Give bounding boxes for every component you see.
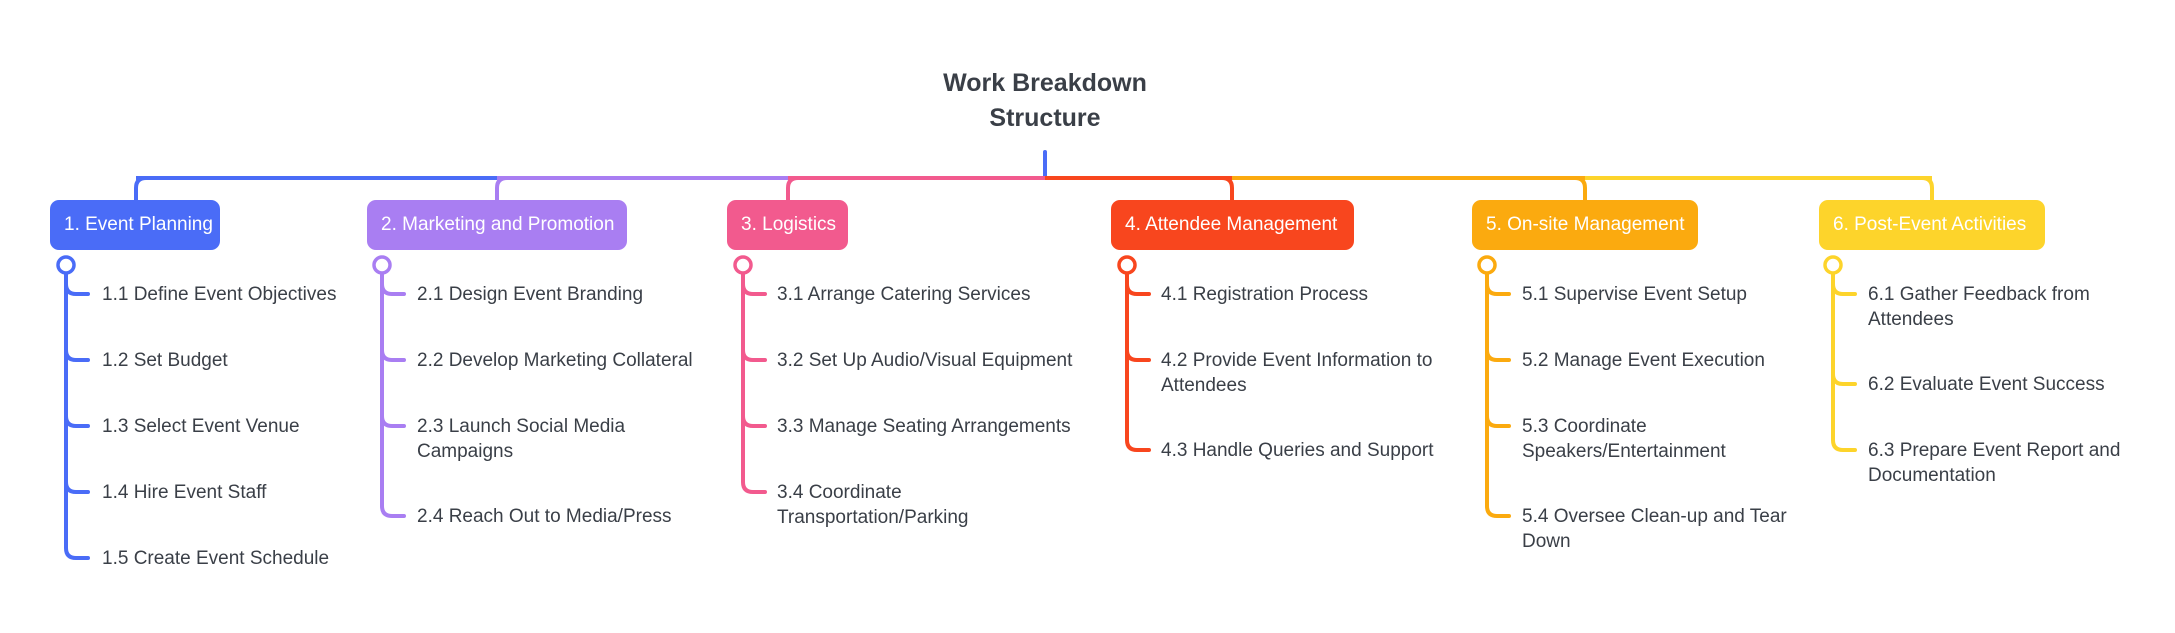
branch-drop-3 <box>786 176 799 200</box>
collapse-toggle-3 <box>733 255 753 275</box>
task-5-1[interactable]: 5.1 Supervise Event Setup <box>1522 284 1747 305</box>
branch-drop-1 <box>134 176 147 200</box>
task-connector-6-1 <box>1831 282 1857 296</box>
collapse-toggle-6 <box>1823 255 1843 275</box>
branch-drop-6 <box>1921 176 1934 200</box>
task-6-1[interactable]: 6.1 Gather Feedback from Attendees <box>1868 284 2090 330</box>
branch-spine-5 <box>1485 270 1511 518</box>
task-1-1[interactable]: 1.1 Define Event Objectives <box>102 284 337 305</box>
task-3-3[interactable]: 3.3 Manage Seating Arrangements <box>777 416 1071 437</box>
task-5-2[interactable]: 5.2 Manage Event Execution <box>1522 350 1765 371</box>
branch-attendee-management[interactable]: 4. Attendee Management <box>1111 200 1354 250</box>
task-connector-3-2 <box>741 348 767 362</box>
root-title-line2: Structure <box>989 104 1101 132</box>
task-5-4[interactable]: 5.4 Oversee Clean-up and Tear Down <box>1522 506 1787 552</box>
branch-marketing-and-promotion[interactable]: 2. Marketing and Promotion <box>367 200 627 250</box>
branch-drop-2 <box>495 176 508 200</box>
branch-spine-4 <box>1125 270 1151 452</box>
task-connector-1-3 <box>64 414 90 428</box>
task-connector-2-1 <box>380 282 406 296</box>
task-connector-4-2 <box>1125 348 1151 362</box>
branch-spine-1 <box>64 270 90 560</box>
task-connector-5-2 <box>1485 348 1511 362</box>
task-1-3[interactable]: 1.3 Select Event Venue <box>102 416 300 437</box>
task-2-4[interactable]: 2.4 Reach Out to Media/Press <box>417 506 672 527</box>
branch-drop-4 <box>1221 176 1234 200</box>
task-connector-5-1 <box>1485 282 1511 296</box>
task-3-1[interactable]: 3.1 Arrange Catering Services <box>777 284 1031 305</box>
root-title-line1: Work Breakdown <box>943 69 1147 97</box>
task-connector-2-3 <box>380 414 406 428</box>
task-6-3[interactable]: 6.3 Prepare Event Report and Documentati… <box>1868 440 2121 486</box>
collapse-toggle-5 <box>1477 255 1497 275</box>
collapse-toggle-1 <box>56 255 76 275</box>
branch-on-site-management[interactable]: 5. On-site Management <box>1472 200 1698 250</box>
task-1-4[interactable]: 1.4 Hire Event Staff <box>102 482 267 503</box>
branch-spine-2 <box>380 270 406 518</box>
task-connector-3-1 <box>741 282 767 296</box>
task-1-5[interactable]: 1.5 Create Event Schedule <box>102 548 330 569</box>
task-connector-6-2 <box>1831 372 1857 386</box>
task-2-2[interactable]: 2.2 Develop Marketing Collateral <box>417 350 693 371</box>
branch-spine-6 <box>1831 270 1857 452</box>
task-connector-5-3 <box>1485 414 1511 428</box>
task-3-4[interactable]: 3.4 Coordinate Transportation/Parking <box>777 482 969 528</box>
task-connector-3-3 <box>741 414 767 428</box>
task-connector-4-1 <box>1125 282 1151 296</box>
root-title[interactable]: Work Breakdown Structure <box>860 66 1230 136</box>
task-4-3[interactable]: 4.3 Handle Queries and Support <box>1161 440 1434 461</box>
branch-spine-3 <box>741 270 767 494</box>
branch-drop-5 <box>1574 176 1587 200</box>
task-connector-1-1 <box>64 282 90 296</box>
task-4-1[interactable]: 4.1 Registration Process <box>1161 284 1368 305</box>
task-2-1[interactable]: 2.1 Design Event Branding <box>417 284 644 305</box>
task-2-3[interactable]: 2.3 Launch Social Media Campaigns <box>417 416 626 462</box>
collapse-toggle-4 <box>1117 255 1137 275</box>
task-6-2[interactable]: 6.2 Evaluate Event Success <box>1868 374 2105 395</box>
task-connector-2-2 <box>380 348 406 362</box>
task-connector-1-2 <box>64 348 90 362</box>
task-connector-1-4 <box>64 480 90 494</box>
collapse-toggle-2 <box>372 255 392 275</box>
branch-event-planning[interactable]: 1. Event Planning <box>50 200 220 250</box>
task-3-2[interactable]: 3.2 Set Up Audio/Visual Equipment <box>777 350 1073 371</box>
task-4-2[interactable]: 4.2 Provide Event Information to Attende… <box>1161 350 1433 396</box>
branch-post-event-activities[interactable]: 6. Post-Event Activities <box>1819 200 2045 250</box>
branch-logistics[interactable]: 3. Logistics <box>727 200 848 250</box>
task-1-2[interactable]: 1.2 Set Budget <box>102 350 228 371</box>
task-5-3[interactable]: 5.3 Coordinate Speakers/Entertainment <box>1522 416 1726 462</box>
